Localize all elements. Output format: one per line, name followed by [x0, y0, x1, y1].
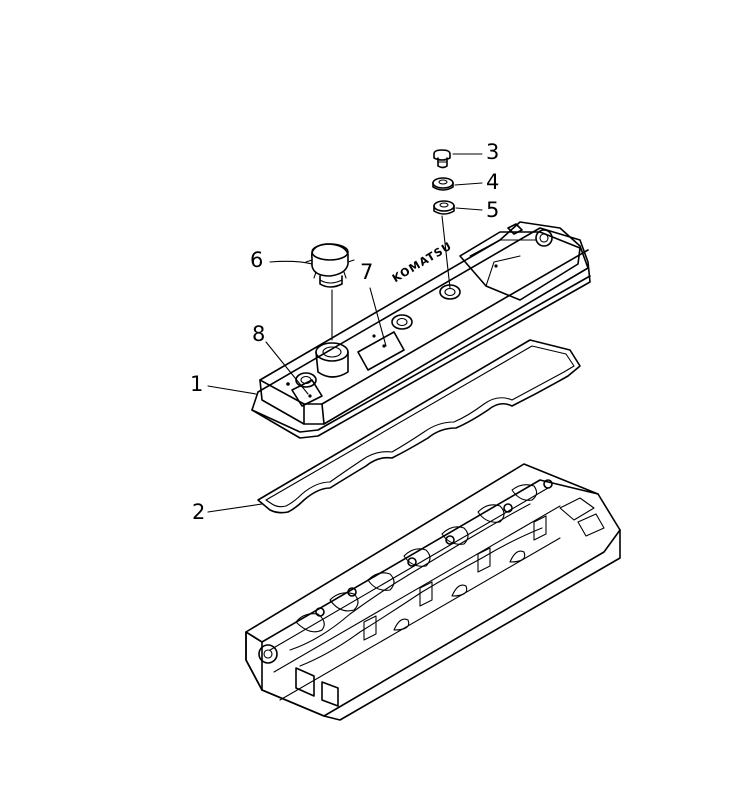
seal-ring	[433, 200, 455, 215]
rocker-cover-gasket	[257, 339, 581, 514]
rocker-cover	[251, 221, 591, 439]
washer	[432, 177, 454, 191]
callout-1: 1	[190, 372, 204, 396]
callout-8: 8	[252, 322, 266, 346]
callout-4: 4	[486, 170, 500, 194]
cylinder-head	[245, 463, 621, 721]
oil-filler-cap	[305, 243, 355, 288]
callout-2: 2	[192, 500, 206, 524]
callout-6: 6	[250, 248, 264, 272]
callout-3: 3	[486, 140, 500, 164]
leader-lines	[207, 153, 483, 513]
callout-7: 7	[360, 260, 374, 284]
callout-5: 5	[486, 198, 500, 222]
cap-bolt	[433, 149, 451, 169]
